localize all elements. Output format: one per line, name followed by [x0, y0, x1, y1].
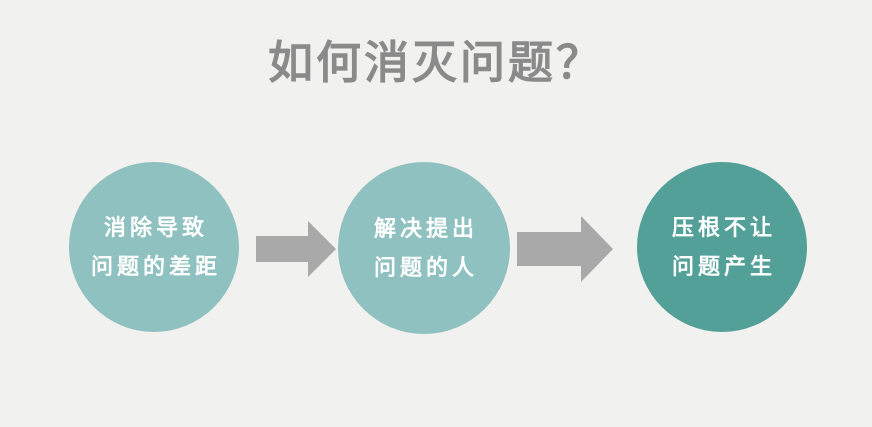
step-3-text-line-2: 问题产生 [671, 253, 776, 279]
right-arrow-icon-2 [517, 216, 613, 282]
step-3-text-line-1: 压根不让 [671, 214, 776, 240]
right-arrow-icon-1 [256, 221, 336, 277]
step-2-text-line-1: 解决提出 [373, 215, 478, 241]
diagram-title: 如何消灭问题？ [267, 37, 604, 88]
step-circle-3: 压根不让 问题产生 [637, 162, 807, 332]
step-2-text-line-2: 问题的人 [373, 254, 478, 280]
step-circle-2: 解决提出 问题的人 [338, 162, 510, 334]
step-1-text-line-1: 消除导致 [103, 214, 208, 240]
step-circle-1: 消除导致 问题的差距 [69, 162, 239, 332]
step-1-text-line-2: 问题的差距 [90, 253, 221, 279]
